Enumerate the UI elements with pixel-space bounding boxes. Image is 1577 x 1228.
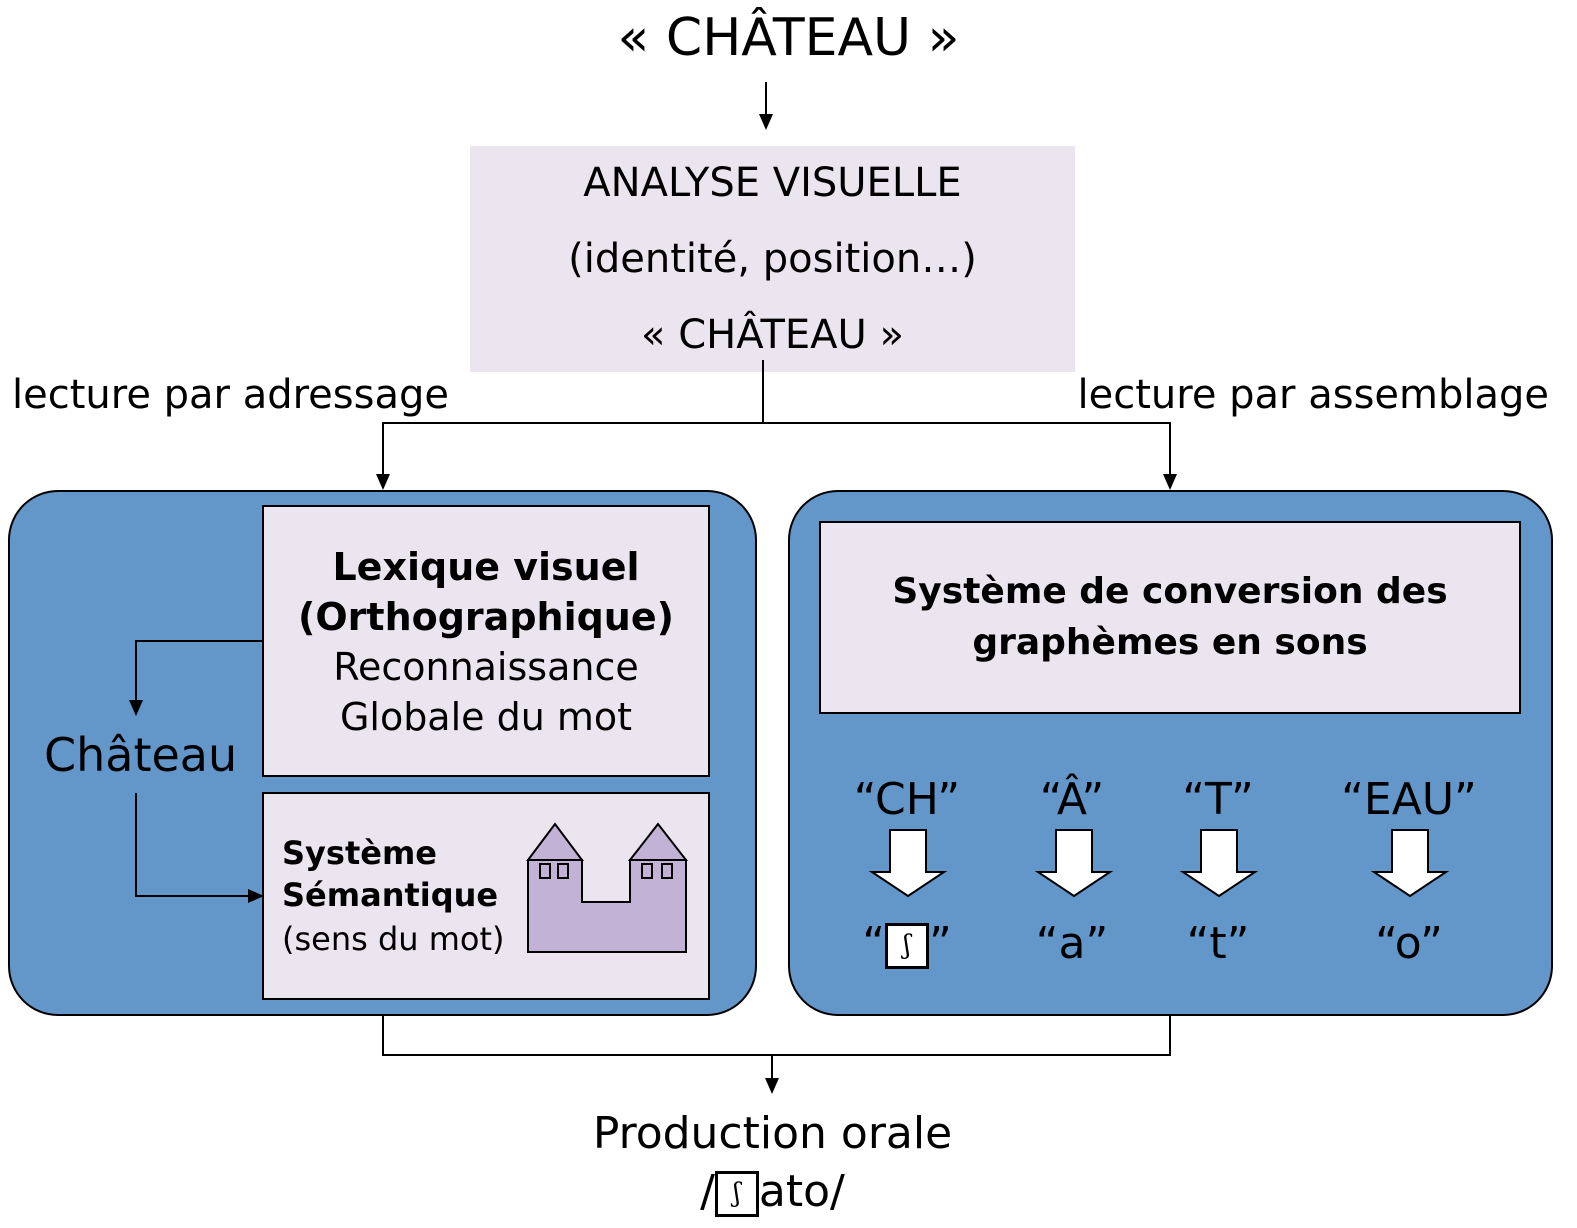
route-label-adressage: lecture par adressage (12, 372, 449, 418)
sound-ch: “ʃ” (862, 918, 952, 969)
analyse-subtitle: (identité, position…) (568, 236, 977, 282)
conversion-line2: graphèmes en sons (972, 622, 1368, 663)
systeme-semantique-box: Système Sémantique (sens du mot) (262, 792, 710, 1000)
merge-left-v (382, 1016, 384, 1056)
analyse-title: ANALYSE VISUELLE (583, 160, 962, 206)
production-title: Production orale (592, 1108, 953, 1159)
analyse-visuelle-box: ANALYSE VISUELLE (identité, position…) «… (470, 146, 1075, 372)
arrow-head-production (765, 1078, 779, 1094)
phonetic-prefix: / (700, 1166, 715, 1217)
down-arrow-icon (1034, 829, 1114, 898)
sound-a: “a” (1035, 918, 1109, 969)
semantique-line1: Système (282, 834, 437, 872)
phonetic-suffix: ato/ (758, 1166, 845, 1217)
split-left-drop (382, 422, 384, 474)
analyse-word: « CHÂTEAU » (641, 312, 904, 358)
lexique-visuel-box: Lexique visuel (Orthographique) Reconnai… (262, 505, 710, 777)
arrow-head-left (376, 474, 390, 490)
down-arrow-icon (1370, 829, 1450, 898)
word-to-sem-v (135, 793, 137, 897)
phoneme-sh-icon: ʃ (714, 1171, 759, 1217)
arrow-head-right (1163, 474, 1177, 490)
conversion-line1: Système de conversion des (892, 571, 1448, 612)
lexique-to-word-v (135, 640, 137, 700)
arrow-head-top (759, 114, 773, 130)
lexique-line4: Globale du mot (339, 695, 633, 739)
route-label-assemblage: lecture par assemblage (1077, 372, 1549, 418)
arrow-head-sem (248, 889, 264, 903)
lexique-to-word-h (135, 640, 263, 642)
castle-icon (526, 822, 689, 953)
split-vertical (762, 360, 764, 424)
sound-o: “o” (1375, 918, 1443, 969)
semantique-line2: Sémantique (282, 876, 499, 914)
lexique-title: Lexique visuel (332, 545, 640, 589)
lexique-line3: Reconnaissance (333, 645, 639, 689)
input-word: « CHÂTEAU » (617, 8, 960, 68)
semantique-line3: (sens du mot) (282, 920, 505, 958)
merge-horizontal (382, 1054, 1171, 1056)
down-arrow-icon (868, 829, 948, 898)
recognized-word: Château (44, 728, 238, 782)
merge-down (771, 1054, 773, 1078)
conversion-box: Système de conversion des graphèmes en s… (819, 521, 1521, 714)
word-to-sem-h (135, 895, 249, 897)
grapheme-t: “T” (1182, 774, 1254, 825)
phoneme-sh-icon: ʃ (885, 923, 929, 969)
sound-t: “t” (1186, 918, 1250, 969)
grapheme-ch: “CH” (853, 774, 961, 825)
grapheme-a: “Â” (1039, 774, 1105, 825)
split-right-drop (1169, 422, 1171, 474)
split-horizontal (382, 422, 1171, 424)
down-arrow-icon (1179, 829, 1259, 898)
merge-right-v (1169, 1016, 1171, 1056)
lexique-subtitle: (Orthographique) (298, 595, 674, 639)
grapheme-eau: “EAU” (1341, 774, 1477, 825)
arrow-line-top (765, 82, 767, 116)
arrow-head-word (129, 700, 143, 716)
